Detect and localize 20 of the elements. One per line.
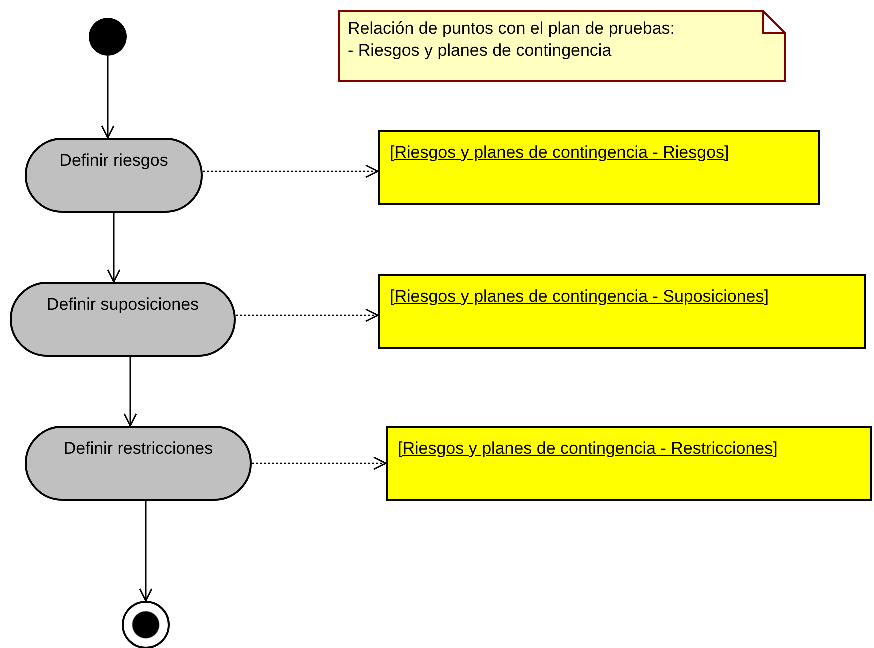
- flow-arrow: [101, 56, 115, 139]
- dependency-arrow: [236, 308, 379, 322]
- object-label: [Riesgos y planes de contingencia - Suposiciones]: [390, 286, 769, 308]
- activity-label: Definir riesgos: [60, 150, 168, 172]
- dependency-arrow: [203, 164, 379, 178]
- object-box: [378, 274, 866, 349]
- object-box: [378, 130, 820, 205]
- activity-label: Definir restricciones: [64, 438, 214, 460]
- initial-node: [89, 18, 127, 56]
- note-text: Relación de puntos con el plan de pruebas:: [348, 18, 676, 40]
- object-label: [Riesgos y planes de contingencia - Riesgos]: [390, 142, 730, 164]
- object-label: [Riesgos y planes de contingencia - Restricciones]: [398, 438, 778, 460]
- dependency-arrow: [252, 456, 387, 470]
- final-node: [122, 601, 170, 648]
- object-box: [386, 426, 872, 501]
- activity-label: Definir suposiciones: [46, 294, 200, 316]
- flow-arrow: [107, 213, 121, 283]
- flow-arrow: [139, 501, 153, 602]
- flow-arrow: [124, 357, 138, 427]
- note-text: - Riesgos y planes de contingencia: [348, 40, 613, 62]
